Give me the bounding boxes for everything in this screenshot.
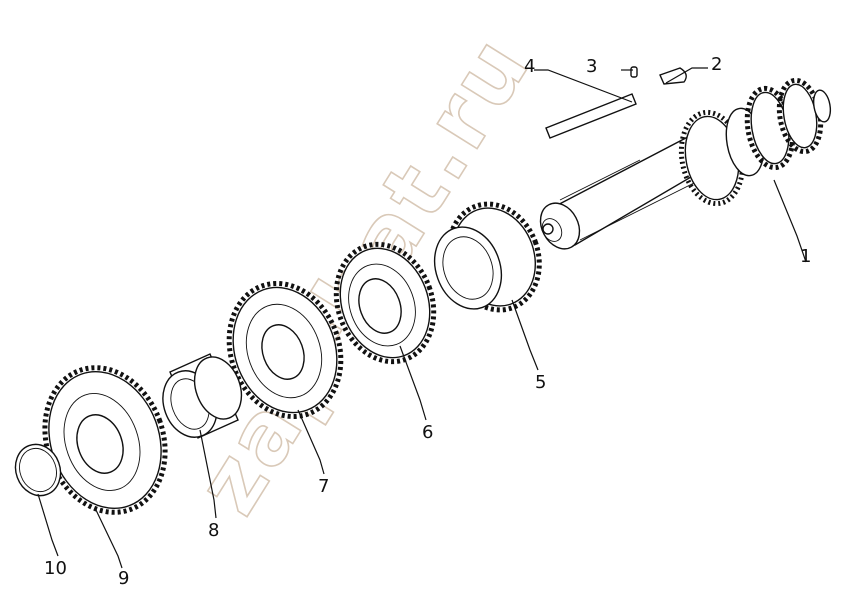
callout-4: 4 [524,56,535,77]
leader-lines [37,67,807,569]
callout-6: 6 [422,422,433,443]
callout-1: 1 [800,246,811,267]
callout-10: 10 [44,558,67,579]
part-9-gear [42,365,168,515]
part-4-key-bar [545,93,637,139]
callout-labels: 1 2 3 4 5 6 7 8 9 10 [44,54,811,589]
part-10-snap-ring [14,443,62,497]
callout-3: 3 [586,56,597,77]
callout-7: 7 [318,476,329,497]
callout-9: 9 [118,568,129,589]
callout-2: 2 [711,54,722,75]
part-7-gear [226,280,344,420]
part-6-gear [333,241,437,365]
callout-8: 8 [208,520,219,541]
callout-5: 5 [535,372,546,393]
part-3-pin [630,66,638,78]
part-2-key [659,67,687,85]
part-8-bushing [162,353,243,439]
part-5-gear [433,201,542,313]
part-1-shaft [539,77,832,250]
